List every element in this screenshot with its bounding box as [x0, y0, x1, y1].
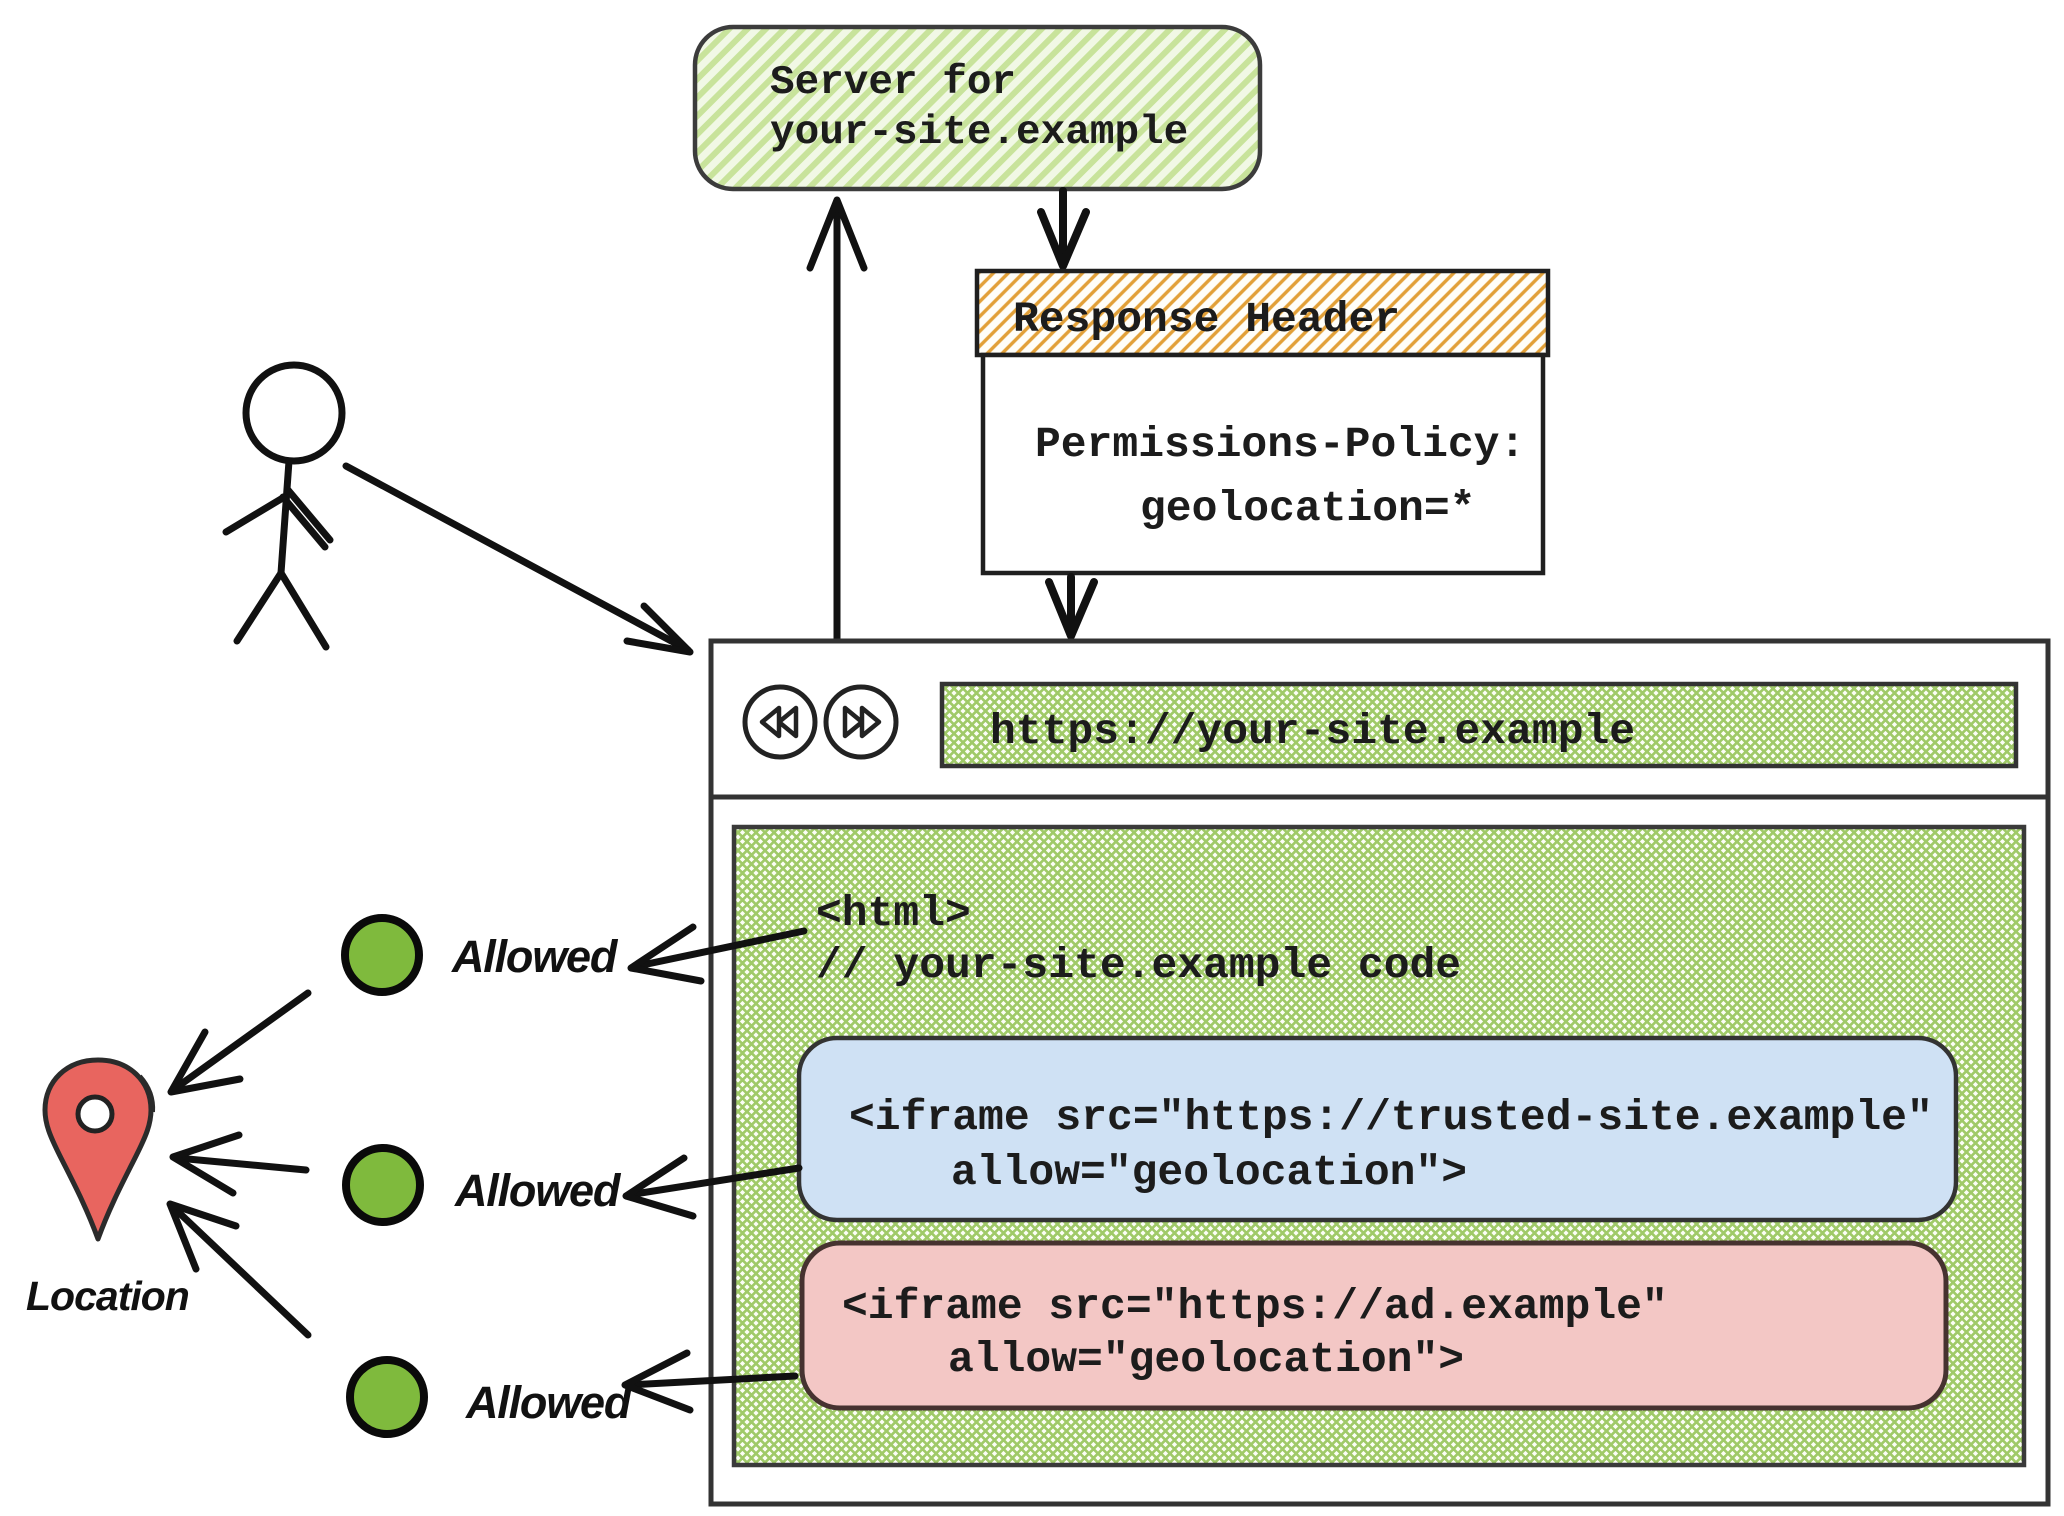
svg-text:Permissions-Policy:: Permissions-Policy:: [1035, 420, 1525, 469]
svg-text:https://your-site.example: https://your-site.example: [990, 707, 1635, 756]
svg-text:allow="geolocation">: allow="geolocation">: [948, 1335, 1464, 1384]
svg-text:allow="geolocation">: allow="geolocation">: [951, 1148, 1467, 1197]
svg-text:<html>: <html>: [816, 889, 971, 938]
svg-text:Allowed: Allowed: [454, 1165, 622, 1216]
svg-text:<iframe src="https://trusted-s: <iframe src="https://trusted-site.exampl…: [849, 1093, 1933, 1142]
svg-text:Server for: Server for: [770, 60, 1016, 106]
svg-text:Location: Location: [26, 1273, 189, 1319]
svg-text:<iframe src="https://ad.exampl: <iframe src="https://ad.example": [842, 1282, 1668, 1331]
svg-text:geolocation=*: geolocation=*: [1140, 484, 1475, 533]
svg-text:Allowed: Allowed: [451, 931, 619, 982]
svg-text:Response Header: Response Header: [1013, 295, 1400, 344]
svg-text:your-site.example: your-site.example: [770, 110, 1188, 156]
svg-text:Allowed: Allowed: [465, 1377, 633, 1428]
svg-text:// your-site.example code: // your-site.example code: [816, 941, 1461, 990]
